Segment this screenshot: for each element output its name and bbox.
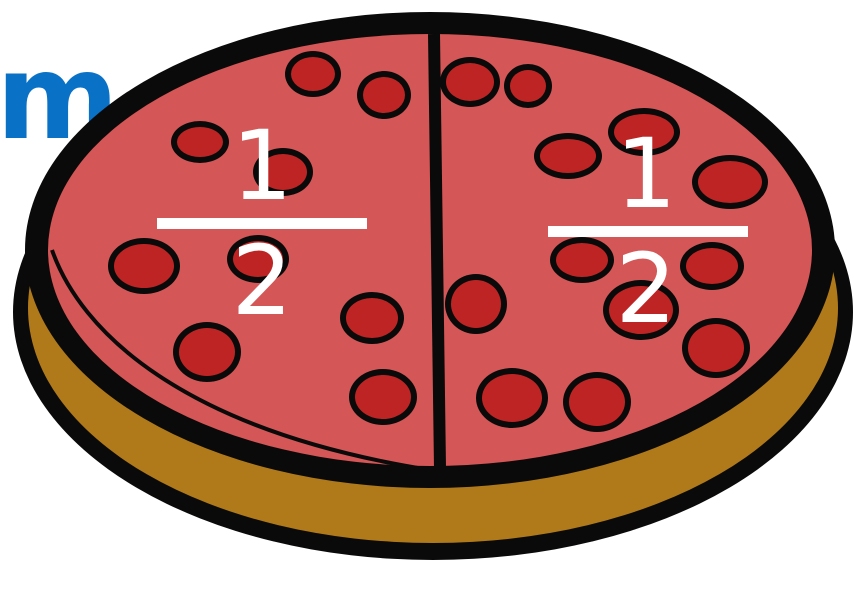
pepperoni-slice <box>510 70 546 102</box>
fraction-left-numerator: 1 <box>152 118 372 214</box>
fraction-right-denominator: 2 <box>536 241 756 337</box>
pepperoni-slice <box>446 63 494 101</box>
fraction-right-numerator: 1 <box>536 126 756 222</box>
pepperoni-slice <box>355 375 411 419</box>
fraction-right: 1 2 <box>536 126 756 337</box>
pepperoni-slice <box>291 57 335 91</box>
pepperoni-slice <box>179 328 235 376</box>
half-divider-line <box>434 34 440 468</box>
fraction-left: 1 2 <box>152 118 372 329</box>
pepperoni-slice <box>451 280 501 328</box>
pepperoni-slice <box>482 374 542 422</box>
fraction-left-denominator: 2 <box>152 233 372 329</box>
pepperoni-slice <box>569 378 625 426</box>
pepperoni-slice <box>363 77 405 113</box>
